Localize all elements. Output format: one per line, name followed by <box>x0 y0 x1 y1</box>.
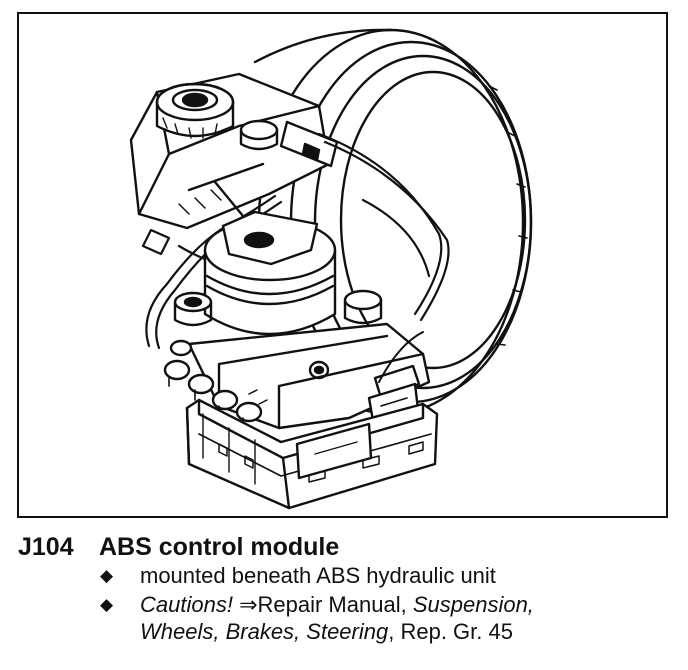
brake-line-fittings <box>163 339 263 429</box>
list-item: ◆ Cautions! ⇒Repair Manual, Suspension, <box>18 591 678 618</box>
component-heading: J104 ABS control module <box>18 532 678 562</box>
diamond-bullet-icon: ◆ <box>100 566 114 585</box>
figure-frame <box>17 12 668 518</box>
pump-motor <box>203 210 337 336</box>
level-sensor-connector <box>279 120 339 168</box>
arrow-icon: ⇒ <box>239 592 258 617</box>
caption-block: J104 ABS control module ◆ mounted beneath… <box>18 532 678 645</box>
suspension-ref: Suspension, <box>412 592 534 617</box>
component-code: J104 <box>18 533 74 561</box>
abs-hydraulic-unit-illustration <box>129 28 533 510</box>
repair-group-ref: , Rep. Gr. 45 <box>388 619 513 644</box>
repair-manual-ref: Repair Manual, <box>257 592 407 617</box>
cautions-label: Cautions! <box>140 592 233 617</box>
abs-control-module <box>185 398 439 510</box>
component-title: ABS control module <box>99 533 340 561</box>
reservoir-cap <box>155 82 235 139</box>
reservoir-plug <box>239 119 279 151</box>
wheels-brakes-steering-ref: Wheels, Brakes, Steering <box>140 619 389 644</box>
diamond-bullet-icon: ◆ <box>100 595 114 614</box>
mounting-posts <box>173 289 383 327</box>
mounting-note: mounted beneath ABS hydraulic unit <box>140 563 496 588</box>
list-item-continuation: Wheels, Brakes, Steering, Rep. Gr. 45 <box>18 618 678 645</box>
list-item: ◆ mounted beneath ABS hydraulic unit <box>18 562 678 589</box>
